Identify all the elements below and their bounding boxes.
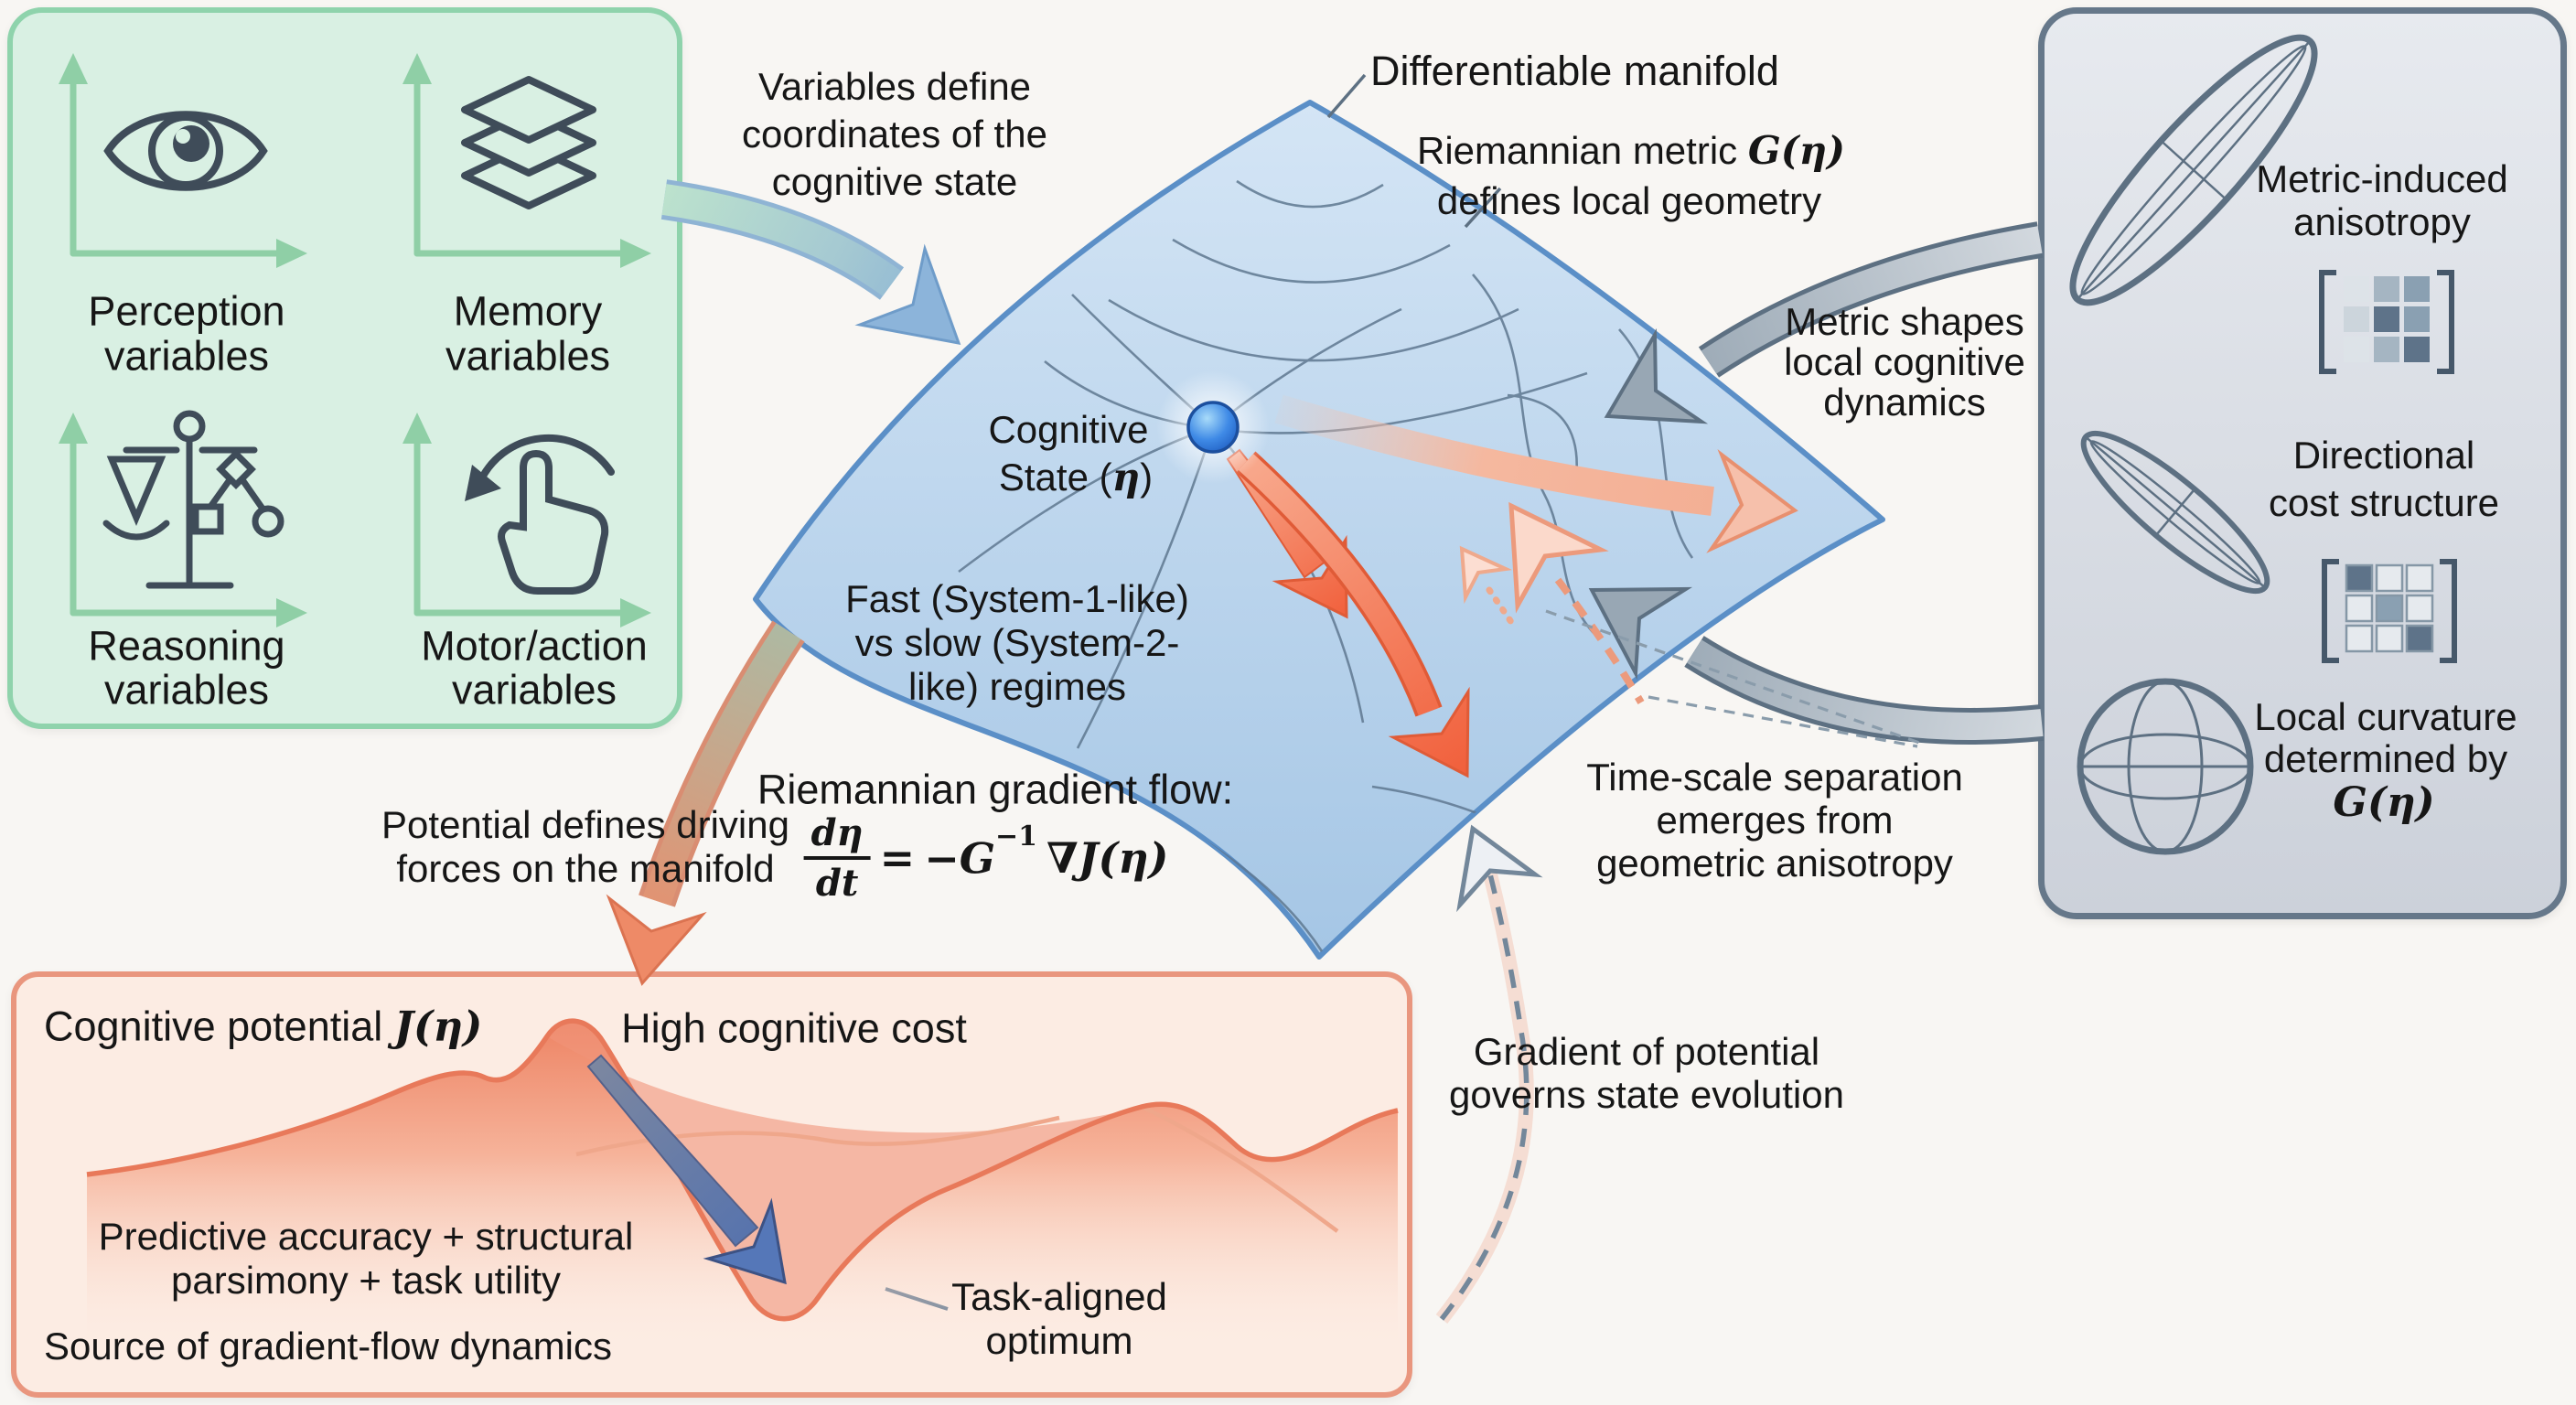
reasoning-label-2: variables: [103, 666, 270, 713]
memory-axes: [402, 53, 651, 268]
metric-shapes-line-1: Metric shapes: [1785, 299, 2024, 343]
cognitive-state-label-2: State (η): [999, 456, 1153, 499]
riemannian-metric-math: G(η): [1747, 127, 1845, 173]
metric-shapes-line-2: local cognitive: [1784, 339, 2025, 383]
state-eta: η: [1111, 454, 1141, 499]
potential-defines-line-2: forces on the manifold: [396, 846, 775, 890]
cognitive-state-label-1: Cognitive: [988, 407, 1149, 451]
fast-mode-dashed-arrow: [1508, 501, 1645, 705]
slow-geodesic-arrow: [1274, 394, 1798, 553]
cost-matrix-icon: [2322, 559, 2457, 663]
formula-equals: =: [879, 833, 916, 883]
variables-define-line-1: Variables define: [757, 64, 1032, 108]
eye-icon: [103, 111, 268, 191]
metric-shapes-arrow: [1604, 221, 2044, 424]
gradient-governs-line-2: governs state evolution: [1449, 1072, 1844, 1116]
differentiable-manifold-label: Differentiable manifold: [1370, 48, 1779, 94]
formula-exponent: −1: [995, 820, 1038, 853]
timescale-line-2: emerges from: [1656, 798, 1894, 842]
formula-denominator: dt: [815, 862, 859, 905]
formula-numerator: dη: [803, 811, 871, 860]
metric-leader: [1464, 187, 1502, 229]
variables-axes: [59, 53, 651, 627]
anisotropy-label-1: Metric-induced: [2256, 156, 2508, 200]
state-post: ): [1140, 455, 1154, 499]
valley-shading: [547, 1021, 1142, 1319]
balance-tree-icon: [102, 410, 284, 589]
curvature-label-2: determined by: [2263, 736, 2508, 780]
ridge-line: [86, 1018, 1399, 1322]
anisotropy-ellipse-icon: [2069, 34, 2318, 306]
cost-label-1: Directional: [2292, 433, 2475, 477]
high-cost-label: High cognitive cost: [621, 1004, 967, 1052]
reasoning-label-1: Reasoning: [88, 622, 285, 670]
cognitive-potential-title: Cognitive potential J(η): [44, 1003, 482, 1051]
timescale-line-3: geometric anisotropy: [1596, 841, 1953, 885]
curvature-sphere-icon: [2077, 678, 2254, 855]
cost-label-2: cost structure: [2268, 480, 2500, 524]
fast-slow-line-3: like) regimes: [907, 664, 1127, 708]
source-label: Source of gradient-flow dynamics: [44, 1325, 612, 1367]
timescale-leader-2: [1648, 695, 1918, 748]
perception-label-1: Perception: [88, 287, 285, 335]
state-pre: State (: [998, 455, 1112, 499]
curvature-label-1: Local curvature: [2254, 694, 2517, 738]
potential-defines-line-1: Potential defines driving: [381, 802, 789, 846]
manifold-leader: [1326, 73, 1367, 119]
timescale-line-1: Time-scale separation: [1586, 755, 1963, 799]
fast-slow-line-1: Fast (System-1-like): [845, 576, 1189, 620]
memory-label-2: variables: [445, 332, 611, 380]
back-ridge-line-2: [1141, 1104, 1339, 1233]
cognitive-state-dot: [1156, 370, 1270, 484]
riemannian-metric-text: Riemannian metric: [1417, 128, 1748, 172]
perception-label-2: variables: [103, 332, 270, 380]
gradient-governs-line-1: Gradient of potential: [1473, 1029, 1820, 1073]
descent-arrow: [586, 1054, 787, 1285]
potential-landscape: [86, 1018, 1399, 1352]
timescale-leader-1: [1545, 609, 1920, 745]
memory-label-1: Memory: [453, 287, 603, 335]
perception-axes: [59, 53, 307, 268]
gradient-governs-arrow: [1435, 824, 1543, 1324]
fast-slow-line-2: vs slow (System-2-: [854, 620, 1180, 664]
potential-title-math: J(η): [393, 1002, 483, 1051]
gradient-flow-title: Riemannian gradient flow:: [757, 766, 1234, 813]
motor-label-1: Motor/action: [421, 622, 648, 670]
riemannian-metric-label-2: defines local geometry: [1436, 178, 1822, 222]
riemannian-metric-label-1: Riemannian metric G(η): [1417, 127, 1845, 173]
hand-rotate-icon: [465, 434, 615, 595]
ridge-fill: [87, 1021, 1398, 1352]
variables-panel: [7, 7, 682, 729]
slow-gradient-arrow: [1236, 451, 1470, 778]
curvature-label-math: G(η): [2333, 778, 2435, 826]
terms-line-1: Predictive accuracy + structural: [98, 1214, 634, 1258]
manifold-to-potential-arrow: [606, 620, 805, 986]
reasoning-axes: [59, 413, 307, 627]
optimum-label-1: Task-aligned: [951, 1274, 1167, 1318]
variables-define-line-3: cognitive state: [771, 159, 1018, 203]
metric-matrix-icon: [2319, 270, 2454, 374]
potential-title-text: Cognitive potential: [44, 1003, 394, 1050]
terms-line-2: parsimony + task utility: [171, 1258, 561, 1302]
formula-neg-g: −G−1: [924, 820, 1038, 884]
motor-axes: [402, 413, 651, 627]
motor-label-2: variables: [451, 666, 617, 713]
variables-define-line-2: coordinates of the: [742, 112, 1047, 156]
formula-gradient: ∇J(η): [1046, 833, 1169, 883]
cost-ellipse-icon: [2080, 430, 2270, 595]
anisotropy-label-2: anisotropy: [2293, 199, 2471, 243]
metric-shapes-line-3: dynamics: [1823, 380, 1986, 424]
optimum-label-2: optimum: [985, 1318, 1133, 1362]
curvature-arrow: [1588, 586, 2044, 745]
variables-to-manifold-arrow: [660, 179, 961, 345]
small-dashed-arrow: [1459, 545, 1515, 626]
layers-icon: [461, 76, 596, 209]
